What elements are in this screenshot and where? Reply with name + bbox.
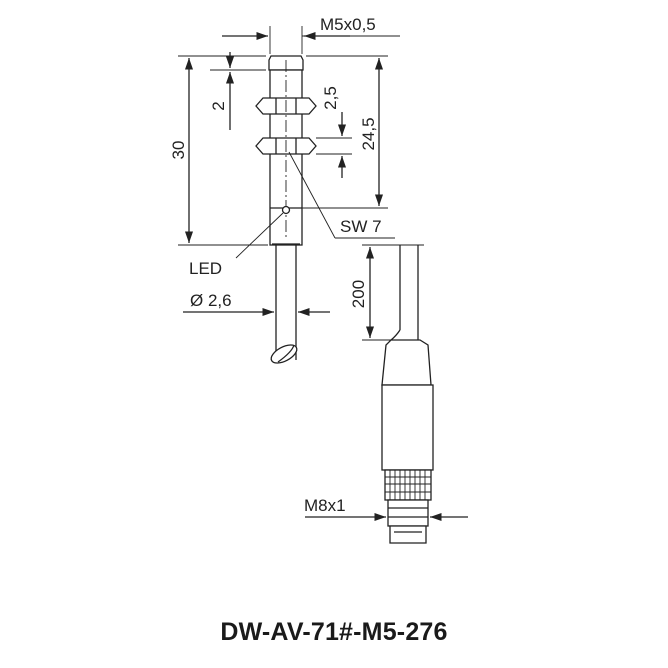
- leader-wrench-size: [288, 151, 395, 239]
- dim-cap-height: [210, 52, 266, 130]
- dim-thread-length: [302, 55, 388, 209]
- connector-assembly: [381, 245, 434, 544]
- label-nut-height: 2,5: [321, 86, 340, 110]
- label-led: LED: [189, 259, 222, 278]
- label-wrench-size: SW 7: [340, 217, 382, 236]
- label-cable-diameter: Ø 2,6: [190, 291, 232, 310]
- model-number-title: DW-AV-71#-M5-276: [220, 618, 448, 646]
- label-connector-thread: M8x1: [304, 496, 346, 515]
- label-thread-length: 24,5: [359, 117, 378, 150]
- dim-nut-height: [316, 112, 352, 178]
- leader-led: [235, 212, 284, 259]
- label-cap-height: 2: [209, 101, 228, 110]
- label-total-length: 30: [169, 141, 188, 160]
- led-indicator: [281, 205, 291, 215]
- dim-cable-length: [362, 244, 424, 341]
- dim-thread-top: [222, 26, 400, 54]
- label-thread-top: M5x0,5: [320, 15, 376, 34]
- sensor-cable: [270, 245, 298, 364]
- dim-total-length: [178, 55, 268, 246]
- label-cable-length: 200: [349, 280, 368, 308]
